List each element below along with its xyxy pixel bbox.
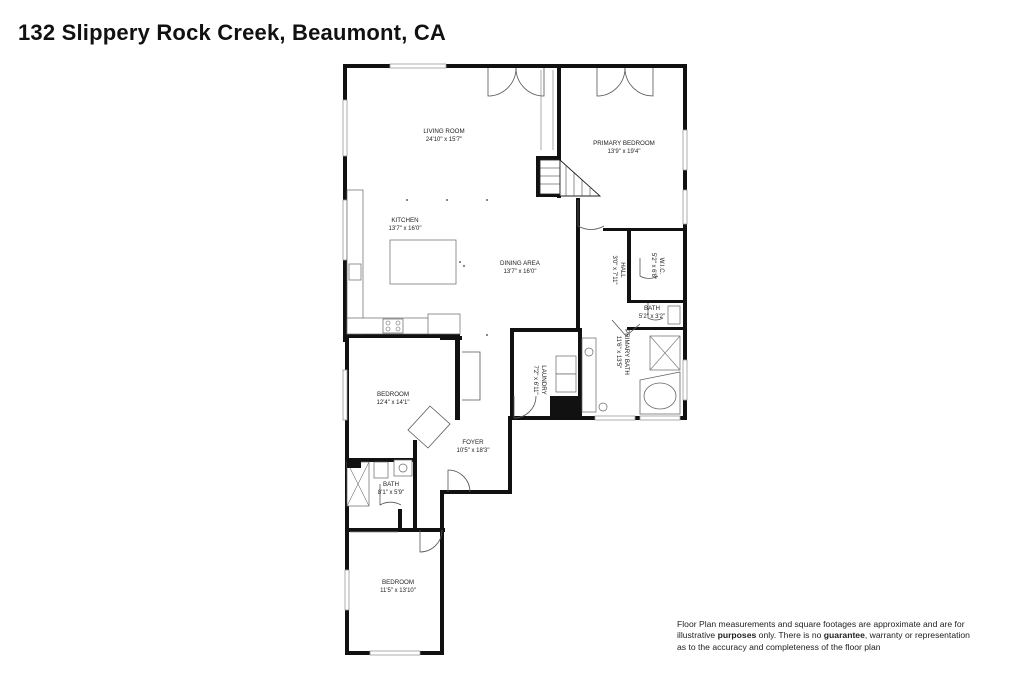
room-primary-bedroom: PRIMARY BEDROOM 13'9" x 19'4" (593, 140, 655, 155)
room-bedroom-2: BEDROOM 11'5" x 13'10" (380, 579, 416, 594)
room-dimensions: 13'9" x 19'4" (608, 149, 641, 155)
disclaimer-line-2: illustrative purposes only. There is no … (677, 630, 1007, 641)
room-label: BEDROOM (377, 391, 409, 398)
fixtures (346, 70, 681, 533)
room-dimensions: 3'0" x 7'11" (611, 255, 617, 284)
room-wic: W.I.C. 5'2" x 6'8" (650, 253, 665, 279)
room-dimensions: 8'1" x 5'9" (378, 490, 404, 496)
room-label: W.I.C. (658, 258, 665, 275)
room-labels: LIVING ROOM 24'10" x 15'7" PRIMARY BEDRO… (377, 128, 666, 594)
room-primary-wc-bath: BATH 5'2" x 3'2" (639, 305, 665, 320)
property-address-title: 132 Slippery Rock Creek, Beaumont, CA (18, 20, 446, 45)
disclaimer-line-1: Floor Plan measurements and square foota… (677, 619, 965, 629)
room-kitchen: KITCHEN 13'7" x 16'0" (389, 217, 422, 232)
room-bedroom-1: BEDROOM 12'4" x 14'1" (377, 391, 410, 406)
disclaimer-text: , warranty or representation (864, 630, 970, 641)
room-label: LIVING ROOM (423, 128, 464, 135)
disclaimer-text: illustrative (677, 630, 718, 641)
windows (342, 63, 688, 656)
room-dimensions: 5'2" x 3'2" (639, 314, 665, 320)
room-label: PRIMARY BEDROOM (593, 140, 655, 147)
room-laundry: LAUNDRY 7'2" x 6'11" (532, 365, 547, 394)
room-hall: HALL 3'0" x 7'11" (611, 255, 626, 284)
doors (379, 67, 664, 553)
room-label: FOYER (462, 439, 484, 446)
room-dimensions: 10'5" x 18'3" (457, 448, 490, 454)
room-label: DINING AREA (500, 260, 541, 267)
fireplace (539, 158, 602, 197)
disclaimer-emphasis: purposes (717, 630, 757, 641)
interior-walls (345, 66, 685, 532)
room-dimensions: 13'7" x 16'0" (389, 226, 422, 232)
disclaimer-line-3: as to the accuracy and completeness of t… (677, 641, 881, 652)
room-primary-bath: PRIMARY BATH 11'6" x 13'5" (615, 329, 630, 375)
room-label: BEDROOM (382, 579, 414, 586)
room-label: HALL (619, 262, 626, 278)
room-dimensions: 13'7" x 16'0" (504, 269, 537, 275)
room-foyer: FOYER 10'5" x 18'3" (457, 439, 490, 454)
room-dining-area: DINING AREA 13'7" x 16'0" (500, 260, 541, 275)
disclaimer-text: only. There is no (756, 630, 824, 641)
room-label: BATH (383, 481, 399, 488)
room-dimensions: 24'10" x 15'7" (426, 137, 462, 143)
room-dimensions: 5'2" x 6'8" (650, 253, 656, 279)
room-dimensions: 7'2" x 6'11" (532, 365, 538, 394)
light-fixtures (406, 199, 488, 336)
kitchen-island (389, 239, 457, 285)
room-dimensions: 11'6" x 13'5" (615, 336, 621, 368)
room-dimensions: 12'4" x 14'1" (377, 400, 410, 406)
room-label: PRIMARY BATH (623, 329, 630, 375)
room-label: BATH (644, 305, 660, 312)
disclaimer-emphasis: guarantee (823, 630, 865, 641)
room-dimensions: 11'5" x 13'10" (380, 588, 416, 594)
room-living-room: LIVING ROOM 24'10" x 15'7" (423, 128, 464, 143)
floor-plan-disclaimer: Floor Plan measurements and square foota… (677, 619, 1007, 653)
room-label: LAUNDRY (540, 365, 547, 394)
room-hall-bath: BATH 8'1" x 5'9" (378, 481, 404, 496)
room-label: KITCHEN (391, 217, 418, 224)
